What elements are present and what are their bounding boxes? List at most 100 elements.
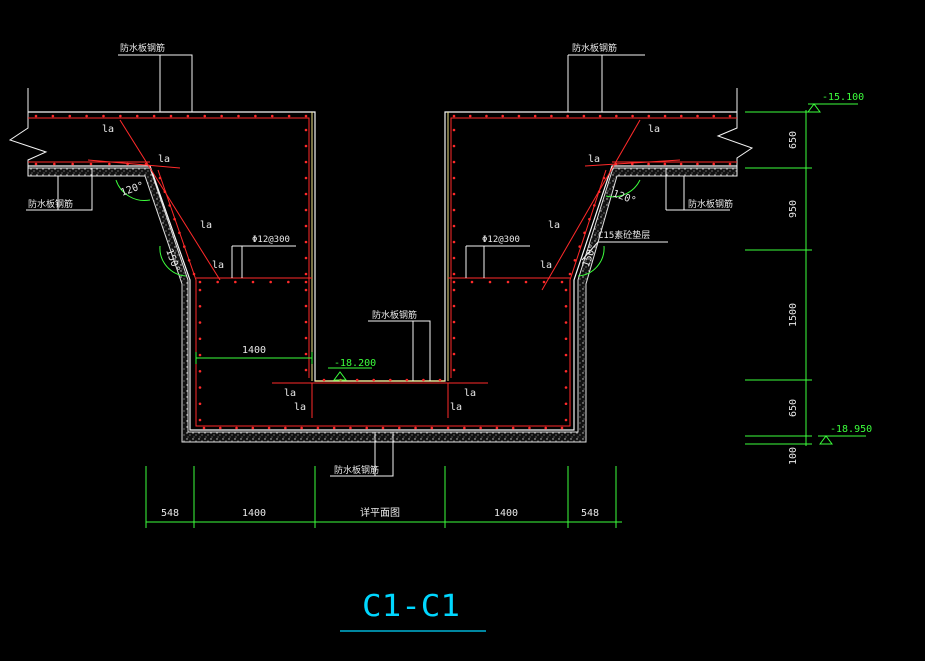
rebar-label-right: Φ12@300 <box>482 235 520 245</box>
rebar-dot <box>615 114 618 118</box>
leader-rebar-right <box>465 245 530 278</box>
rebar-dot <box>355 378 359 382</box>
rebar-diag-1 <box>119 119 221 281</box>
rebar-dot <box>163 190 167 194</box>
rebar-dot <box>452 208 456 212</box>
rebar-dot <box>452 128 456 132</box>
rebar-dot <box>479 426 482 430</box>
rebar-dot <box>470 280 474 284</box>
angle-label-upper-left: 120° <box>119 180 145 199</box>
dim-inner-text: 1400 <box>242 345 266 356</box>
rebar-dot <box>511 426 515 430</box>
rebar-dot <box>34 114 38 118</box>
anchor-label-3: la <box>200 220 212 231</box>
rebar-dot <box>485 114 488 118</box>
rebar-dot <box>463 426 466 430</box>
rebar-dot <box>304 114 308 118</box>
dim-bottom-2: 1400 <box>242 508 266 519</box>
rebar-dot <box>542 280 546 284</box>
rebar-dot <box>452 176 456 180</box>
elev-marker-pit <box>328 367 372 381</box>
rebar-dot <box>198 353 202 357</box>
rebar-dot <box>85 114 88 118</box>
rebar-dot <box>381 426 385 430</box>
elev-marker-top <box>807 103 858 113</box>
rebar-dot <box>108 162 111 166</box>
rebar-dot <box>216 280 219 284</box>
rebar-dot <box>631 114 634 118</box>
dim-bottom-3: 详平面图 <box>360 506 400 519</box>
rebar-dot <box>566 114 569 118</box>
angle-label-upper-right: 120° <box>611 188 637 207</box>
rebar-dot <box>304 144 308 148</box>
angle-arc-upper-right <box>605 179 641 198</box>
rebar-dot <box>696 114 699 118</box>
rebar-dot <box>71 162 74 166</box>
rebar-dots <box>34 114 732 430</box>
rebar-dot <box>564 337 568 341</box>
rebar-dot <box>597 190 601 194</box>
elev-top-text: -15.100 <box>822 92 864 103</box>
rebar-dot <box>235 426 238 430</box>
callout-top-right: 防水板钢筋 <box>572 42 617 54</box>
leader-center <box>368 320 431 381</box>
rebar-dot <box>304 288 308 292</box>
rebar-dot <box>304 176 308 180</box>
angle-label-lower-right: 150° <box>581 242 600 268</box>
rebar-dot <box>452 320 456 324</box>
anchor-label-9: la <box>284 388 296 399</box>
rebar-dot <box>614 162 618 166</box>
rebar-dot <box>598 114 602 118</box>
leader-top-right <box>567 54 645 112</box>
dim-right-4: 650 <box>788 399 799 417</box>
cushion-layer <box>27 167 738 443</box>
rebar-dot <box>452 272 456 276</box>
dim-bottom-5: 548 <box>581 508 599 519</box>
rebar-dot <box>397 426 401 430</box>
angle-arc-upper-left <box>115 179 151 201</box>
rebar-dot <box>284 426 287 430</box>
rebar-dot <box>287 280 290 284</box>
rebar-dot <box>452 224 456 228</box>
rebar-dot <box>251 426 255 430</box>
rebar-dot <box>573 258 577 262</box>
concrete-outline <box>28 111 737 382</box>
rebar-dot <box>372 378 376 382</box>
rebar-dot <box>168 204 172 207</box>
anchor-label-1: la <box>102 124 114 135</box>
rebar-dot <box>198 369 202 373</box>
angle-arc-lower-left <box>159 245 187 277</box>
rebar-dot <box>89 162 93 166</box>
leader-bottom <box>330 432 394 477</box>
rebar-dot <box>582 114 586 118</box>
rebar-dot <box>501 114 505 118</box>
rebar-dot <box>506 280 510 284</box>
rebar-dot <box>68 114 72 118</box>
anchor-label-6: la <box>588 154 600 165</box>
rebar-dot <box>102 114 105 118</box>
rebar-dot <box>332 426 336 430</box>
rebar-dot <box>583 231 586 235</box>
rebar-dot <box>178 231 181 235</box>
rebar-dot <box>452 256 456 260</box>
rebar-dot <box>517 114 521 118</box>
rebar-dot <box>452 304 456 308</box>
callout-left-side: 防水板钢筋 <box>28 198 73 210</box>
rebar-dot <box>304 256 308 260</box>
rebar-dot <box>270 114 274 118</box>
rebar-dot <box>304 304 308 308</box>
rebar-dot <box>304 192 308 196</box>
rebar-diag-3 <box>541 119 641 291</box>
elev-bottom-text: -18.950 <box>830 424 872 435</box>
rebar-dot <box>304 128 308 132</box>
anchor-label-11: la <box>464 388 476 399</box>
rebar-dot <box>495 426 499 430</box>
rebar-dot <box>647 114 651 118</box>
rebar-dot <box>304 160 308 164</box>
dim-right-1: 650 <box>788 131 799 149</box>
rebar-dot <box>304 336 308 340</box>
anchor-label-5: la <box>648 124 660 135</box>
break-line-right <box>716 88 754 176</box>
rebar-dot <box>187 258 191 262</box>
rebar-dot <box>198 304 202 308</box>
